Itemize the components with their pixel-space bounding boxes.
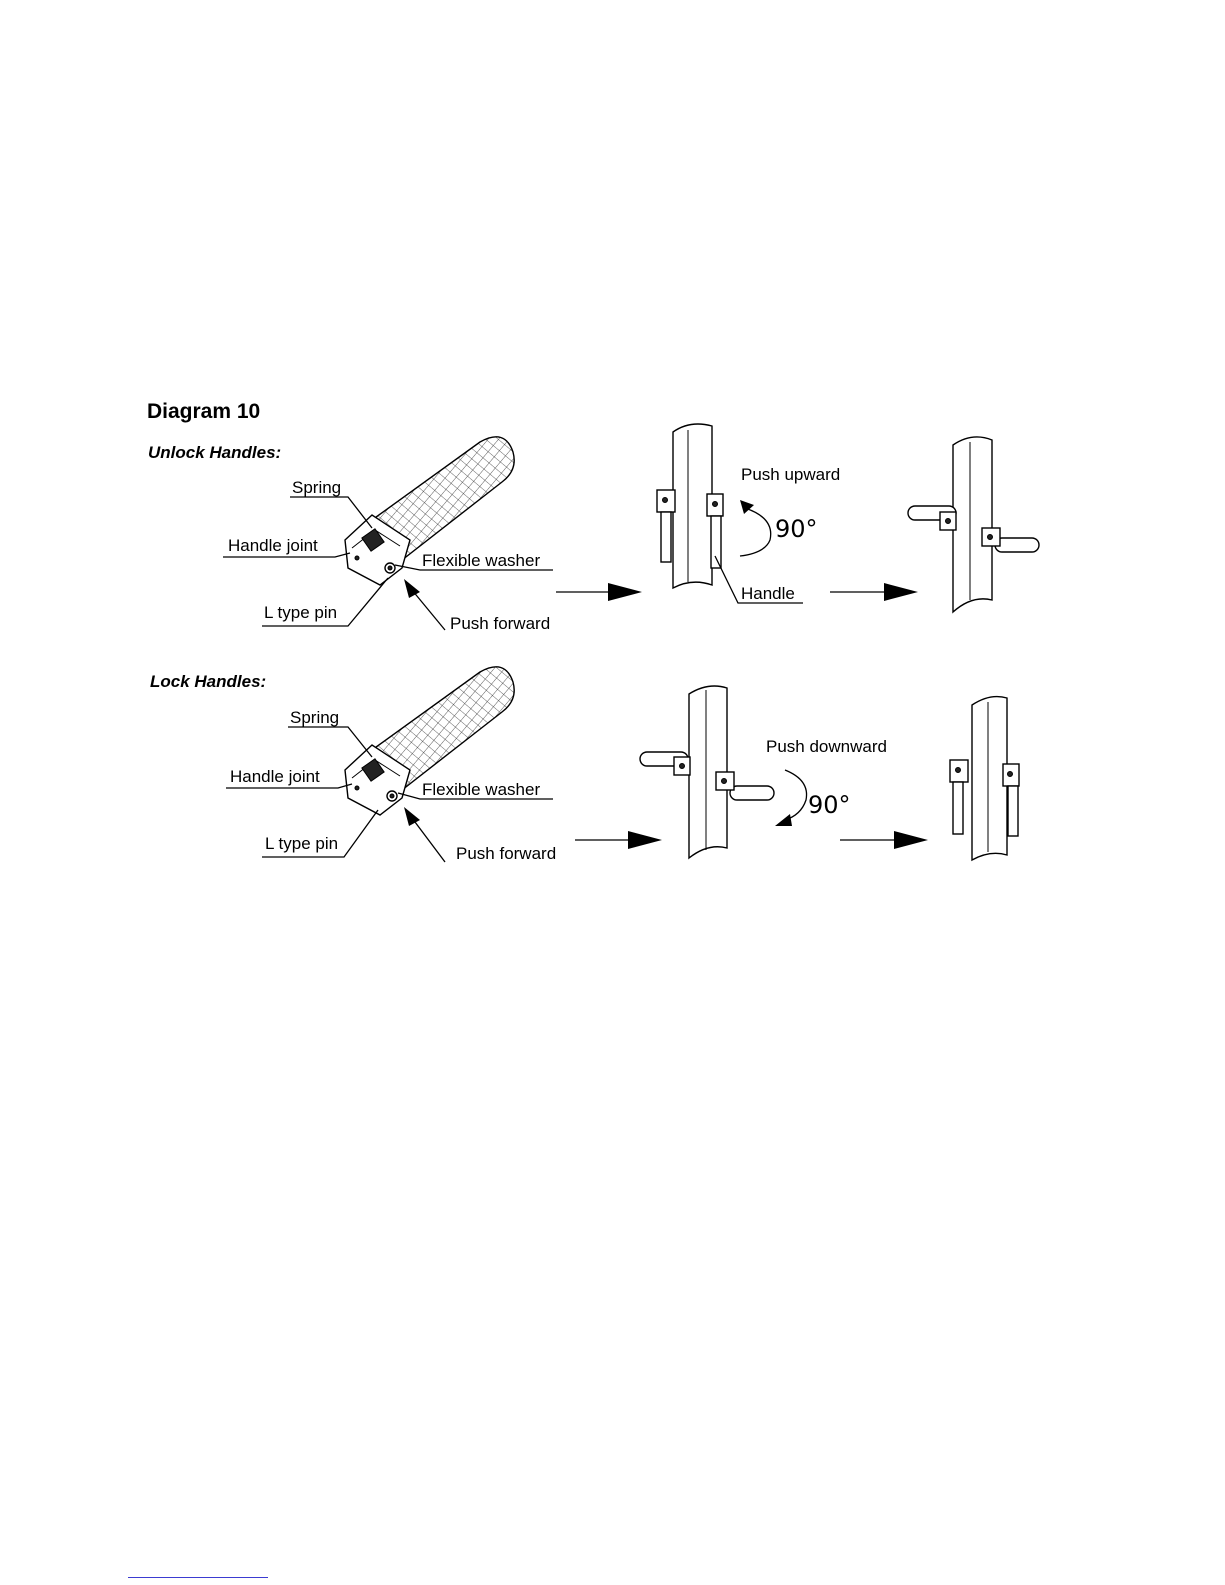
l-type-pin-label: L type pin	[265, 834, 338, 853]
post-handles-extended-drawing	[908, 437, 1039, 612]
unlock-section: Unlock Handles: Spring Handle joint Flex…	[148, 424, 1039, 633]
push-downward-label: Push downward	[766, 737, 887, 756]
post-handles-extended-drawing	[640, 686, 774, 858]
lock-heading: Lock Handles:	[150, 672, 266, 691]
push-forward-label: Push forward	[450, 614, 550, 633]
post-handles-folded-drawing	[950, 697, 1019, 860]
l-type-pin-label: L type pin	[264, 603, 337, 622]
angle-label: 90°	[808, 791, 851, 819]
footer-rule	[128, 1577, 268, 1578]
handle-joint-label: Handle joint	[228, 536, 318, 555]
step-arrow-icon	[884, 583, 918, 601]
flexible-washer-label: Flexible washer	[422, 780, 540, 799]
lock-section: Lock Handles: Spring Handle joint Flexib…	[150, 667, 1019, 863]
spring-label: Spring	[290, 708, 339, 727]
spring-label: Spring	[292, 478, 341, 497]
post-handles-folded-drawing	[657, 424, 723, 588]
handle-label: Handle	[741, 584, 795, 603]
rotate-arrow-icon	[740, 500, 754, 514]
step-arrow-icon	[608, 583, 642, 601]
rotate-arrow-icon	[775, 814, 792, 826]
step-arrow-icon	[894, 831, 928, 849]
flexible-washer-label: Flexible washer	[422, 551, 540, 570]
push-forward-label: Push forward	[456, 844, 556, 863]
diagram-title: Diagram 10	[147, 400, 260, 423]
angle-label: 90°	[775, 515, 818, 543]
handle-joint-label: Handle joint	[230, 767, 320, 786]
push-upward-label: Push upward	[741, 465, 840, 484]
step-arrow-icon	[628, 831, 662, 849]
unlock-heading: Unlock Handles:	[148, 443, 281, 462]
